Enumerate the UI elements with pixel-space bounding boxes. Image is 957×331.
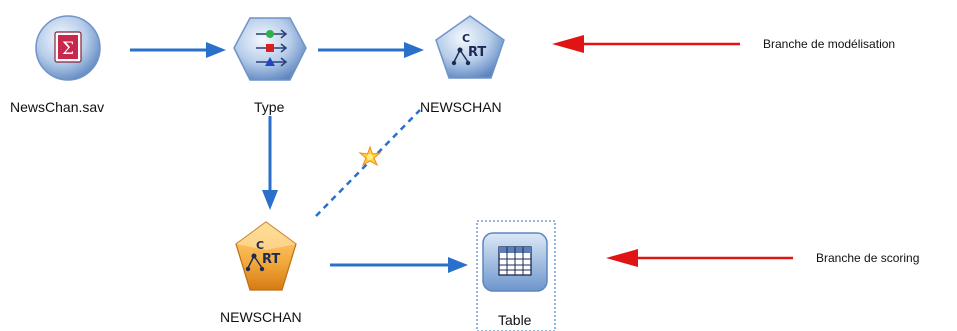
svg-text:Σ: Σ (62, 39, 74, 59)
type-node-label: Type (254, 99, 285, 115)
connector-source-to-type[interactable] (130, 42, 226, 58)
type-square-icon (266, 44, 274, 52)
model-link-dashed (315, 109, 421, 217)
source-node[interactable]: Σ (35, 15, 101, 81)
crt-nugget-node[interactable]: C RT (235, 221, 297, 291)
crt-nugget-icon-text: RT (262, 252, 280, 267)
table-node-label: Table (498, 312, 532, 328)
source-file-icon: Σ (54, 31, 82, 63)
type-triangle-icon (265, 57, 275, 66)
crt-model-node-label: NEWSCHAN (420, 99, 502, 115)
connector-nugget-to-table[interactable] (330, 257, 468, 273)
annotation-scoring-branch: Branche de scoring (816, 251, 920, 265)
model-refresh-star-icon (358, 145, 382, 167)
crt-model-icon-text: RT (468, 45, 486, 60)
crt-model-icon-top: C (462, 32, 470, 45)
connector-type-to-nugget[interactable] (262, 116, 278, 210)
table-grid-icon (498, 246, 532, 276)
annotation-modeling-branch: Branche de modélisation (763, 37, 896, 51)
table-selection-box (476, 220, 556, 331)
source-node-label: NewsChan.sav (10, 99, 105, 115)
type-node[interactable] (233, 17, 307, 81)
table-node[interactable] (476, 220, 556, 331)
connector-type-to-model[interactable] (318, 42, 424, 58)
type-circle-icon (266, 30, 274, 38)
crt-model-node[interactable]: C RT (435, 15, 505, 79)
annotation-arrow-scoring (606, 249, 793, 267)
crt-nugget-icon-top: C (256, 239, 264, 252)
crt-nugget-node-label: NEWSCHAN (220, 309, 302, 325)
annotation-arrow-modeling (552, 35, 740, 53)
